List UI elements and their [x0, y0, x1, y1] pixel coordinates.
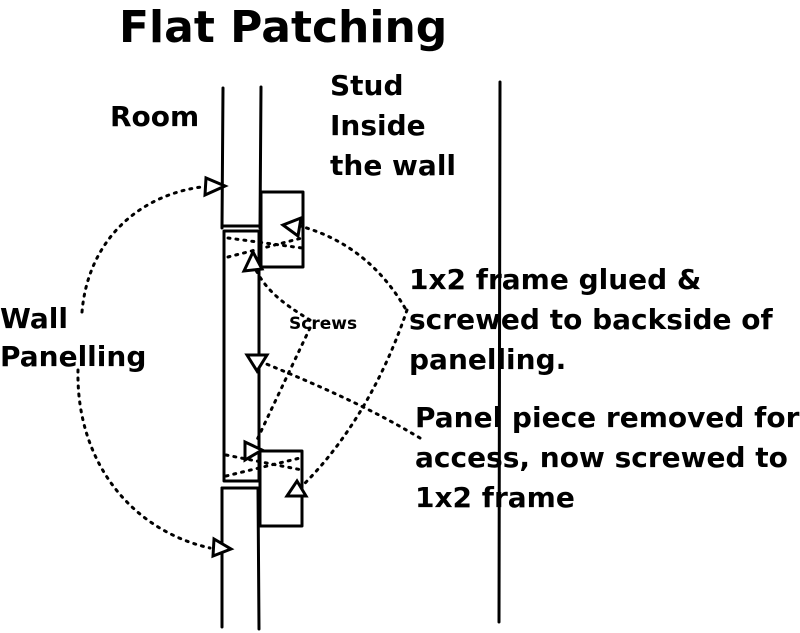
arrowhead-panelling-top — [203, 175, 229, 198]
label-wall-panelling: Wall Panelling — [0, 302, 147, 373]
arrowhead-screws-bottom — [243, 439, 266, 463]
arrowhead-panel-removed — [244, 353, 270, 374]
leader-panelling-top — [80, 184, 212, 314]
page-title: Flat Patching — [119, 2, 448, 53]
label-screws: Screws — [289, 314, 358, 334]
label-room: Room — [110, 100, 200, 133]
arrowhead-frame-top — [279, 215, 303, 239]
screw-bottom-1 — [224, 453, 304, 472]
leader-frame-top — [294, 223, 407, 310]
leader-screws-bottom — [254, 326, 312, 444]
label-frame: 1x2 frame glued & screwed to backside of… — [409, 263, 773, 376]
arrowhead-screws-top — [241, 248, 265, 273]
label-stud: Stud Inside the wall — [330, 69, 457, 182]
panelling-inner-bottom — [256, 486, 261, 631]
arrowhead-panelling-bottom — [211, 536, 235, 559]
leader-panel-removed — [262, 361, 422, 440]
frame-block-top — [259, 190, 305, 269]
label-panel-removed: Panel piece removed for access, now scre… — [415, 401, 800, 514]
arrowhead-frame-bottom — [284, 478, 309, 498]
leader-screws-top — [252, 264, 312, 322]
screw-bottom-2 — [224, 456, 302, 478]
leader-frame-bottom — [296, 308, 409, 492]
screw-top-2 — [226, 236, 304, 259]
stud-line — [497, 80, 502, 624]
panelling-outer-top — [220, 86, 225, 230]
leader-panelling-bottom — [76, 368, 212, 550]
